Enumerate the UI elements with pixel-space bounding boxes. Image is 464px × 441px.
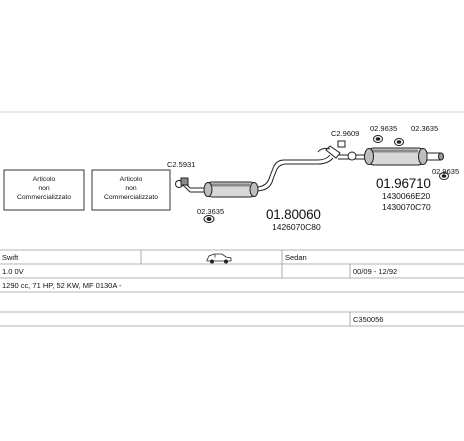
box-1-line-2: non <box>38 185 50 192</box>
label-clamp-b: C2.9609 <box>331 129 359 138</box>
rubber-ring-right-part <box>439 172 449 180</box>
box-1-line-3: Commercializzato <box>17 194 71 201</box>
vehicle-info-table <box>0 249 464 327</box>
label-rear-oe-number-2: 1430070C70 <box>382 202 431 212</box>
label-rear-part-number: 01.96710 <box>376 176 431 191</box>
label-rear-oe-number-1: 1430066E20 <box>382 191 430 201</box>
cell-body-type: Sedan <box>285 253 307 262</box>
box-2-line-3: Commercializzato <box>104 194 158 201</box>
cell-model: Swift <box>2 253 19 262</box>
not-available-box-1: Articolo non Commercializzato <box>3 169 85 211</box>
label-middle-part-number: 01.80060 <box>266 207 321 222</box>
inlet-pipe-drawing <box>190 187 206 193</box>
label-middle-oe-number: 1426070C80 <box>272 222 321 232</box>
label-clamp-d: 02.3635 <box>197 207 224 216</box>
rubber-ring-top-part <box>373 135 383 143</box>
label-clamp-e: 02.3635 <box>411 124 438 133</box>
rear-muffler-drawing <box>364 147 428 166</box>
hanger-front-part <box>180 177 189 186</box>
cell-years: 00/09 - 12/92 <box>353 267 397 276</box>
box-2-line-2: non <box>125 185 137 192</box>
clamp-middle-part <box>347 151 357 161</box>
rubber-ring-front-part <box>203 215 215 223</box>
box-1-line-1: Articolo <box>33 176 56 183</box>
cell-engine: 1.0 0V <box>2 267 24 276</box>
tail-pipe-drawing <box>426 152 444 161</box>
rubber-ring-top-right-part <box>394 138 404 146</box>
not-available-box-2: Articolo non Commercializzato <box>91 169 171 211</box>
hanger-top-center-part <box>337 140 346 148</box>
middle-muffler-drawing <box>203 181 259 198</box>
label-clamp-c: 02.9635 <box>370 124 397 133</box>
box-2-line-1: Articolo <box>120 176 143 183</box>
intermediate-pipe-drawing <box>257 154 334 192</box>
cell-system-code: C350056 <box>353 315 383 324</box>
sedan-car-icon <box>206 253 232 264</box>
label-clamp-f: 02.9635 <box>432 167 459 176</box>
flange-drawing <box>317 145 341 159</box>
label-clamp-a: C2.5931 <box>167 160 195 169</box>
cell-spec: 1290 cc, 71 HP, 52 KW, MF 0130A - <box>2 281 122 290</box>
